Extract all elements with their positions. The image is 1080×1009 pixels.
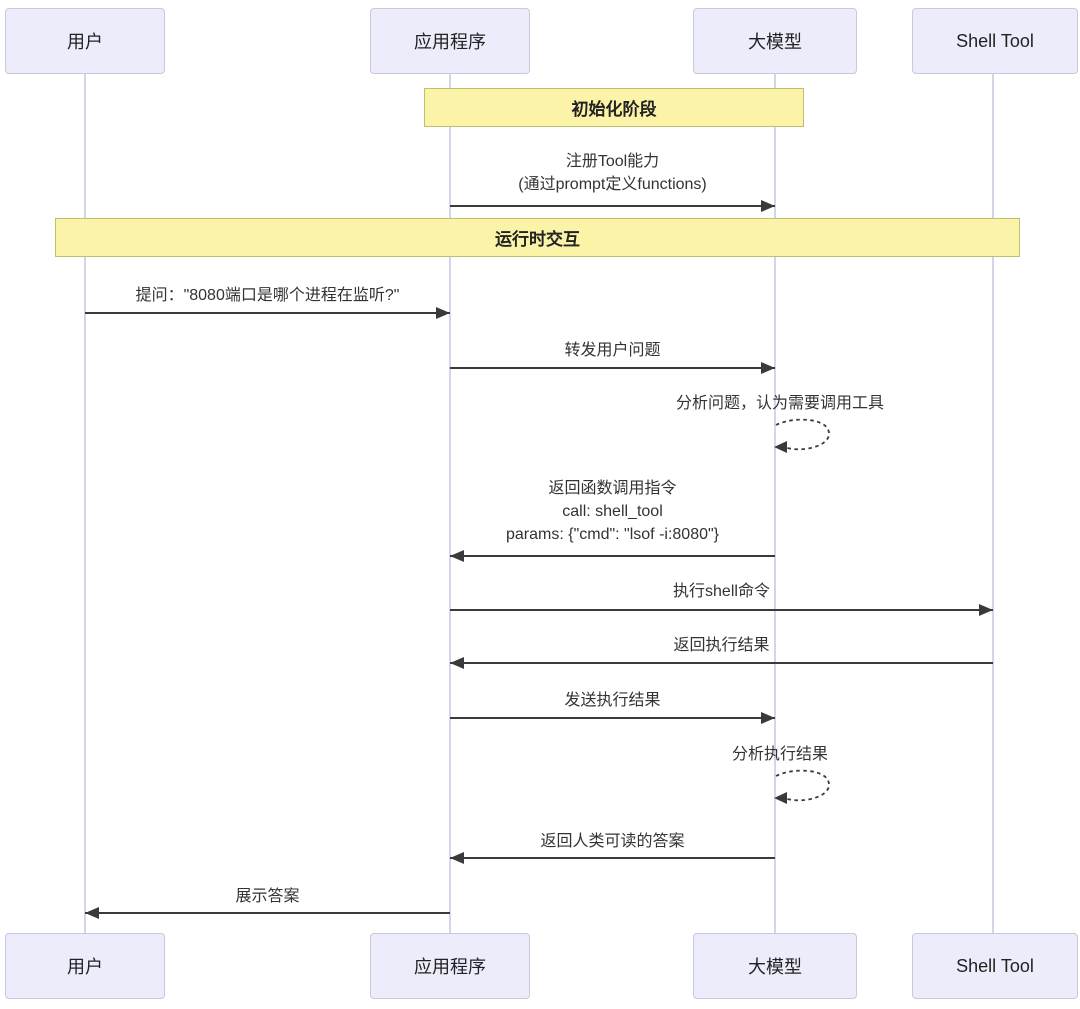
message-line: 执行shell命令 [673, 583, 770, 600]
message-analyze-question-label: 分析问题，认为需要调用工具 [560, 392, 1000, 415]
arrowhead-left-icon [450, 852, 464, 864]
message-exec-shell-label: 执行shell命令 [450, 580, 993, 603]
message-register-tool-label: 注册Tool能力 (通过prompt定义functions) [450, 150, 775, 196]
message-line: 分析执行结果 [731, 746, 828, 763]
message-line: 提问："8080端口是哪个进程在监听?" [135, 287, 400, 304]
message-send-result-label: 发送执行结果 [450, 689, 775, 712]
self-loop-analyze-result-icon [774, 769, 830, 804]
message-return-result-arrow [450, 657, 993, 669]
actor-top-shell: Shell Tool [912, 8, 1078, 74]
actor-label: Shell Tool [956, 955, 1034, 976]
arrowhead-right-icon [761, 200, 775, 212]
actor-label: 大模型 [748, 32, 802, 52]
arrowhead-right-icon [761, 712, 775, 724]
message-function-call-label: 返回函数调用指令 call: shell_tool params: {"cmd"… [450, 477, 775, 546]
actor-label: 应用程序 [414, 957, 486, 977]
lifeline-llm [774, 74, 776, 933]
message-return-answer-label: 返回人类可读的答案 [450, 830, 775, 853]
lifeline-app [449, 74, 451, 933]
actor-label: 用户 [67, 957, 103, 977]
message-line: 分析问题，认为需要调用工具 [675, 395, 884, 412]
arrowhead-right-icon [436, 307, 450, 319]
message-line: 注册Tool能力 [565, 153, 660, 170]
actor-label: 应用程序 [414, 32, 486, 52]
lifeline-shell [992, 74, 994, 933]
message-return-result-label: 返回执行结果 [450, 634, 993, 657]
message-ask-question-label: 提问："8080端口是哪个进程在监听?" [85, 284, 450, 307]
message-line: call: shell_tool [562, 503, 663, 520]
phase-label: 初始化阶段 [571, 100, 657, 119]
message-forward-question-arrow [450, 362, 775, 374]
message-line: params: {"cmd": "lsof -i:8080"} [505, 526, 720, 543]
actor-bottom-user: 用户 [5, 933, 165, 999]
message-line: 返回人类可读的答案 [540, 833, 685, 850]
phase-banner-runtime: 运行时交互 [55, 218, 1020, 257]
message-line: (通过prompt定义functions) [518, 176, 707, 193]
message-line: 返回执行结果 [673, 637, 770, 654]
arrowhead-right-icon [761, 362, 775, 374]
arrowhead-right-icon [979, 604, 993, 616]
actor-bottom-shell: Shell Tool [912, 933, 1078, 999]
phase-label: 运行时交互 [495, 230, 580, 249]
message-forward-question-label: 转发用户问题 [450, 339, 775, 362]
message-line: 展示答案 [235, 888, 300, 905]
message-ask-question-arrow [85, 307, 450, 319]
phase-banner-init: 初始化阶段 [424, 88, 804, 127]
lifeline-user [84, 74, 86, 933]
message-show-answer-arrow [85, 907, 450, 919]
actor-bottom-llm: 大模型 [693, 933, 857, 999]
message-function-call-arrow [450, 550, 775, 562]
actor-top-llm: 大模型 [693, 8, 857, 74]
arrowhead-left-icon [450, 550, 464, 562]
actor-top-app: 应用程序 [370, 8, 530, 74]
message-line: 返回函数调用指令 [548, 480, 677, 497]
arrowhead-left-icon [450, 657, 464, 669]
actor-label: 用户 [67, 32, 103, 52]
actor-bottom-app: 应用程序 [370, 933, 530, 999]
arrowhead-left-icon [85, 907, 99, 919]
actor-label: Shell Tool [956, 30, 1034, 51]
message-return-answer-arrow [450, 852, 775, 864]
message-line: 发送执行结果 [564, 692, 661, 709]
message-register-tool-arrow [450, 200, 775, 212]
actor-top-user: 用户 [5, 8, 165, 74]
message-exec-shell-arrow [450, 604, 993, 616]
self-loop-analyze-question-icon [774, 418, 830, 453]
message-analyze-result-label: 分析执行结果 [560, 743, 1000, 766]
message-send-result-arrow [450, 712, 775, 724]
message-show-answer-label: 展示答案 [85, 885, 450, 908]
message-line: 转发用户问题 [564, 342, 661, 359]
actor-label: 大模型 [748, 957, 802, 977]
